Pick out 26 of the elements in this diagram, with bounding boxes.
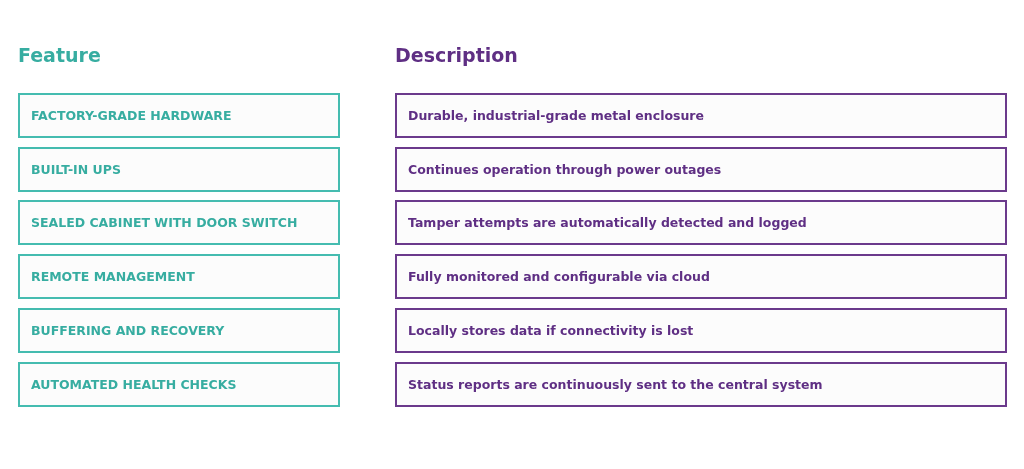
feature-name: BUFFERING AND RECOVERY bbox=[31, 322, 225, 338]
feature-description: Locally stores data if connectivity is lost bbox=[408, 322, 694, 338]
feature-description: Status reports are continuously sent to the central system bbox=[408, 376, 823, 392]
description-box bbox=[395, 93, 1007, 138]
column-heading: Feature bbox=[18, 44, 101, 66]
feature-description: Fully monitored and configurable via cloud bbox=[408, 269, 710, 285]
feature-box bbox=[18, 93, 340, 138]
feature-description: Continues operation through power outages bbox=[408, 161, 722, 177]
feature-name: SEALED CABINET WITH DOOR SWITCH bbox=[31, 215, 298, 231]
feature-name: BUILT-IN UPS bbox=[31, 161, 121, 177]
description-box bbox=[395, 146, 1007, 192]
description-box bbox=[395, 307, 1007, 353]
feature-description: Tamper attempts are automatically detected and logged bbox=[408, 215, 807, 231]
feature-name: FACTORY-GRADE HARDWARE bbox=[31, 108, 232, 123]
description-box bbox=[395, 361, 1007, 407]
feature-box bbox=[18, 361, 340, 407]
column-heading: Description bbox=[395, 44, 518, 66]
feature-name: AUTOMATED HEALTH CHECKS bbox=[31, 376, 237, 392]
feature-box bbox=[18, 146, 340, 192]
description-box bbox=[395, 200, 1007, 246]
feature-name: REMOTE MANAGEMENT bbox=[31, 269, 195, 285]
feature-description: Durable, industrial-grade metal enclosure bbox=[408, 108, 704, 123]
feature-box bbox=[18, 200, 340, 246]
description-box bbox=[395, 254, 1007, 300]
feature-box bbox=[18, 254, 340, 300]
feature-box bbox=[18, 307, 340, 353]
